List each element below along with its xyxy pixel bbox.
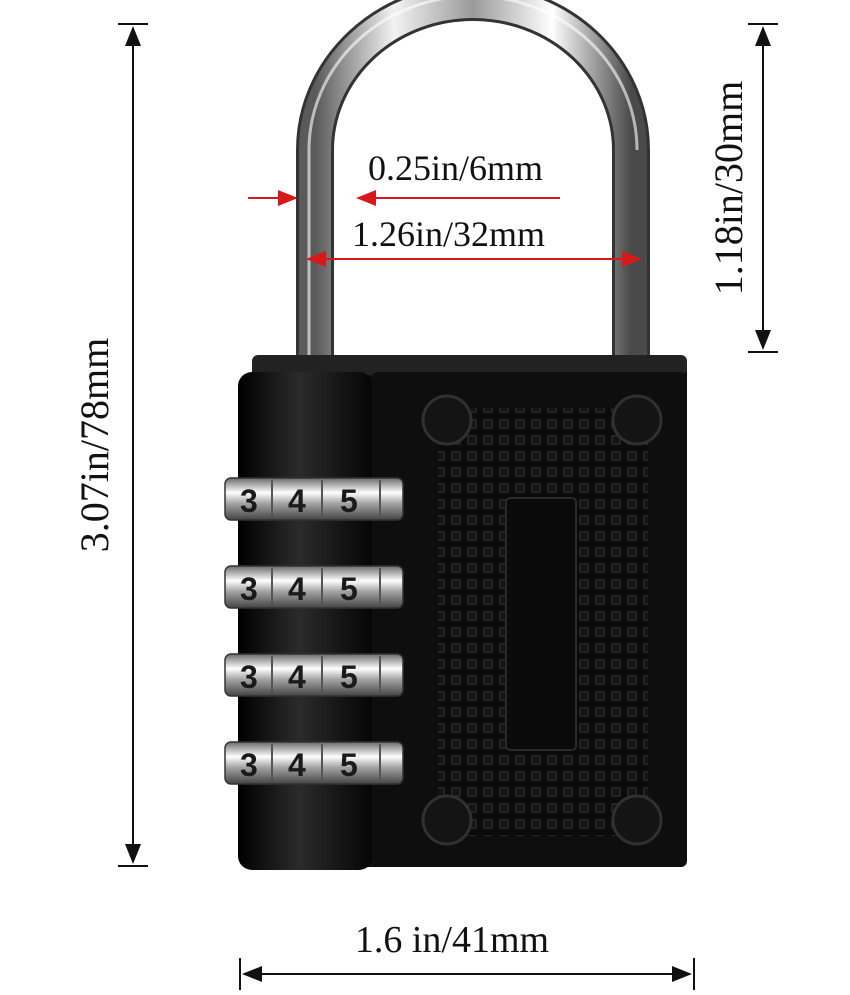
body-width-label: 1.6 in/41mm — [355, 919, 549, 961]
wheel-digit: 3 — [240, 483, 258, 519]
wheel-row[interactable]: 3 4 5 — [224, 653, 404, 697]
shackle-diameter-dimension: 0.25in/6mm — [248, 148, 560, 206]
shackle-height-dimension: 1.18in/30mm — [706, 23, 778, 353]
wheel-row[interactable]: 3 4 5 — [224, 565, 404, 609]
center-slot — [505, 497, 577, 751]
wheel-digit: 5 — [340, 483, 358, 519]
screw-top-right — [611, 394, 663, 446]
screw-bottom-left — [421, 794, 473, 846]
body-width-dimension: 1.6 in/41mm — [239, 919, 695, 990]
wheel-row[interactable]: 3 4 5 — [224, 741, 404, 785]
wheel-digit: 5 — [340, 747, 358, 783]
wheel-digit: 3 — [240, 747, 258, 783]
shackle — [296, 0, 650, 360]
shackle-inner-width-label: 1.26in/32mm — [352, 214, 545, 254]
wheel-digit: 3 — [240, 659, 258, 695]
shackle-diameter-label: 0.25in/6mm — [368, 148, 543, 188]
total-height-label: 3.07in/78mm — [72, 338, 117, 552]
wheel-row[interactable]: 3 4 5 — [224, 477, 404, 521]
shackle-inner-width-dimension: 1.26in/32mm — [306, 214, 642, 267]
wheel-digit: 4 — [288, 483, 306, 519]
screw-bottom-right — [611, 794, 663, 846]
wheel-digit: 4 — [288, 747, 306, 783]
wheel-digit: 5 — [340, 571, 358, 607]
lock-body — [238, 355, 687, 870]
total-height-dimension: 3.07in/78mm — [72, 23, 148, 867]
shackle-height-label: 1.18in/30mm — [706, 81, 751, 295]
combination-cylinder — [238, 372, 373, 870]
wheel-digit: 5 — [340, 659, 358, 695]
screw-top-left — [421, 394, 473, 446]
combination-wheels: 3 4 5 3 4 5 3 4 5 3 4 — [224, 477, 404, 785]
wheel-digit: 3 — [240, 571, 258, 607]
wheel-digit: 4 — [288, 659, 306, 695]
wheel-digit: 4 — [288, 571, 306, 607]
